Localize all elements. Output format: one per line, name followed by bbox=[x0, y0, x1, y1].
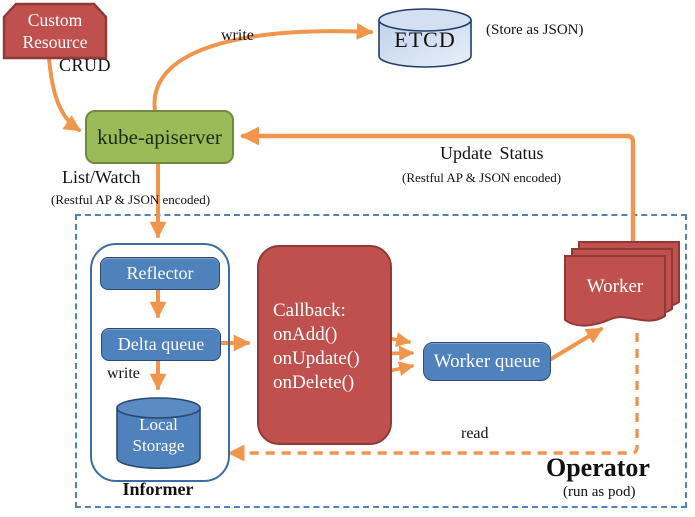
informer-container bbox=[90, 243, 230, 482]
reflector-label: Reflector bbox=[126, 263, 194, 283]
update-status-arrow bbox=[240, 126, 636, 249]
store-as-json-label: (Store as JSON) bbox=[486, 22, 584, 38]
reflector-node: Reflector bbox=[100, 257, 220, 290]
callback-title: Callback: bbox=[273, 300, 346, 321]
callback-onadd: onAdd() bbox=[273, 324, 338, 345]
queue-to-worker-arrow bbox=[549, 327, 604, 361]
informer-label: Informer bbox=[122, 479, 194, 499]
operator-detail-label: (run as pod) bbox=[563, 484, 636, 500]
update-status-detail-label: (Restful AP & JSON encoded) bbox=[402, 170, 562, 185]
crud-label: CRUD bbox=[59, 55, 112, 75]
write-etcd-arrow bbox=[152, 22, 374, 113]
operator-container bbox=[75, 214, 687, 508]
local-storage-cylinder bbox=[116, 397, 201, 470]
delta-queue-label: Delta queue bbox=[117, 334, 205, 354]
write-local-label: write bbox=[107, 365, 140, 382]
read-dashed-arrow bbox=[227, 333, 639, 462]
read-label: read bbox=[461, 425, 489, 442]
callback-text: Callback: onAdd() onUpdate() onDelete() bbox=[273, 299, 360, 395]
list-watch-label: List/Watch bbox=[62, 167, 141, 187]
delta-queue-node: Delta queue bbox=[101, 328, 221, 361]
worker-stack bbox=[564, 241, 680, 327]
operator-label: Operator bbox=[546, 453, 650, 482]
kube-apiserver-label: kube-apiserver bbox=[97, 124, 222, 149]
update-status-label: Update Status bbox=[440, 143, 544, 163]
write-etcd-label: write bbox=[221, 27, 254, 44]
callback-node: Callback: onAdd() onUpdate() onDelete() bbox=[257, 245, 392, 445]
worker-queue-node: Worker queue bbox=[423, 342, 551, 381]
callback-ondelete: onDelete() bbox=[273, 372, 355, 393]
crud-arrow bbox=[47, 56, 82, 132]
callback-onupdate: onUpdate() bbox=[273, 348, 360, 369]
custom-resource-shape bbox=[2, 2, 108, 60]
list-watch-detail-label: (Restful AP & JSON encoded) bbox=[51, 192, 211, 207]
worker-queue-label: Worker queue bbox=[433, 350, 541, 372]
kube-apiserver-node: kube-apiserver bbox=[85, 110, 234, 164]
etcd-cylinder bbox=[378, 8, 472, 68]
